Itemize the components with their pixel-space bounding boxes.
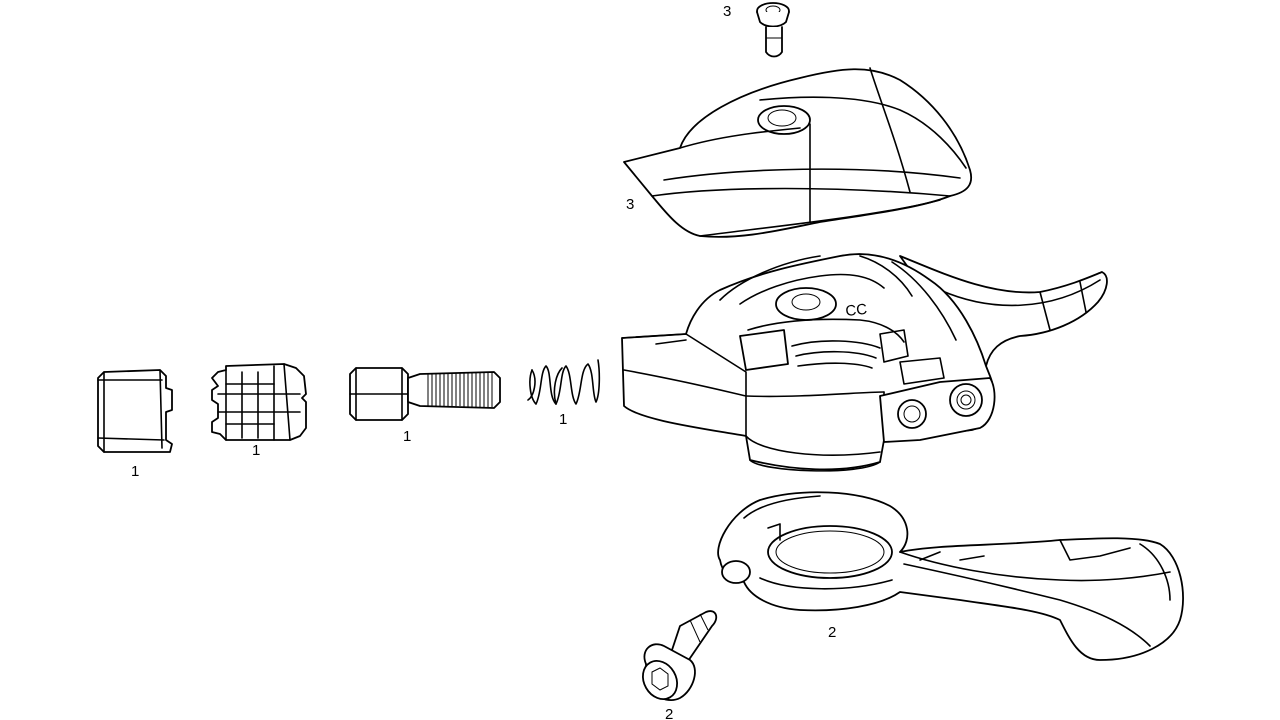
housing-marking: CC xyxy=(845,301,868,320)
mounting-clamp xyxy=(717,491,1184,661)
barrel-adjuster-housing xyxy=(211,363,307,441)
callout-top-cover: 3 xyxy=(626,196,634,213)
callout-mounting-clamp: 2 xyxy=(828,624,836,641)
callout-barrel-adjuster-housing: 1 xyxy=(252,442,260,459)
cover-screw xyxy=(756,2,790,58)
callout-clamp-bolt: 2 xyxy=(665,706,673,720)
callout-barrel-adjuster-spring: 1 xyxy=(559,411,567,428)
callout-cover-screw: 3 xyxy=(723,3,731,20)
callout-barrel-adjuster-bolt: 1 xyxy=(403,428,411,445)
cable-end-cap xyxy=(97,369,173,453)
top-cover xyxy=(623,67,972,238)
shifter-housing xyxy=(621,253,1108,472)
barrel-adjuster-bolt xyxy=(349,367,501,421)
callout-cable-end-cap: 1 xyxy=(131,463,139,480)
barrel-adjuster-spring xyxy=(527,359,601,405)
clamp-bolt xyxy=(642,610,718,701)
